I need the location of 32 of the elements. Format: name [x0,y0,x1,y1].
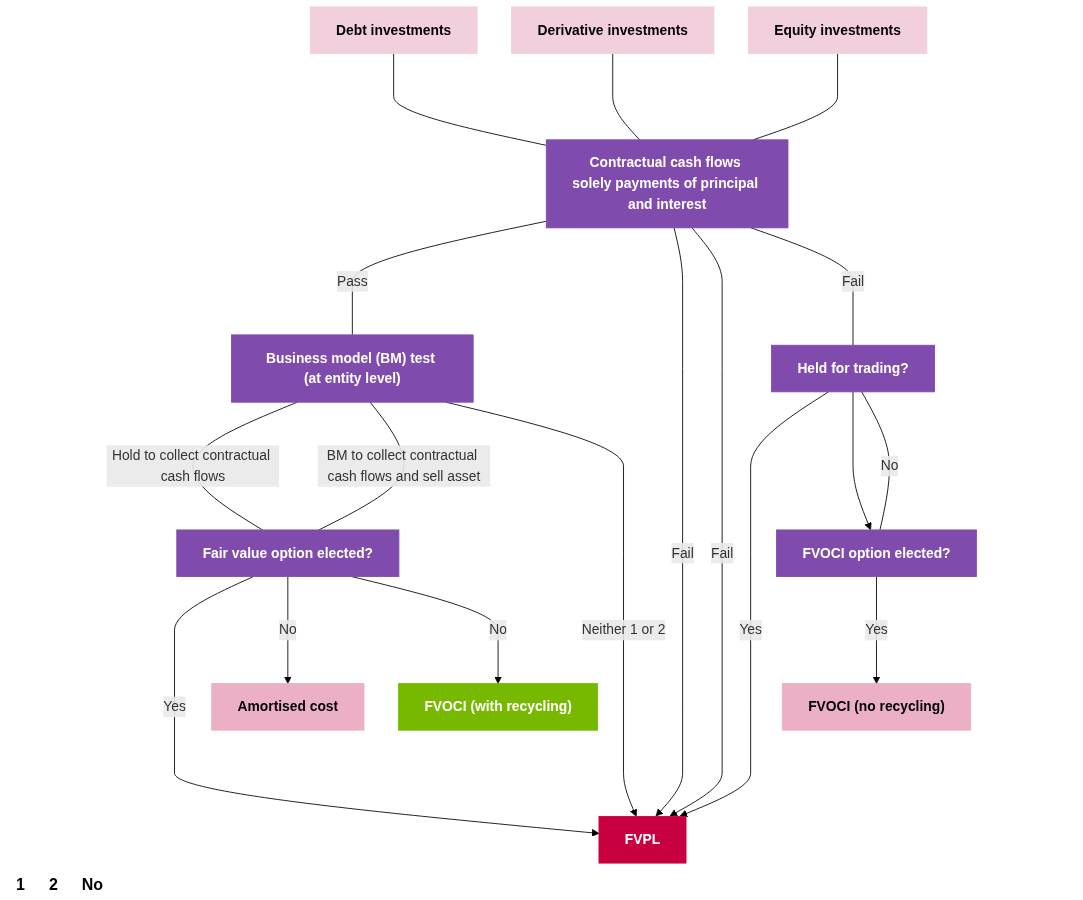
edge-label: Neither 1 or 2 [581,622,666,637]
connector [612,53,641,141]
node-box: FVOCI (no recycling) [781,683,972,731]
node-box: Fair value option elected? [176,529,400,577]
edge-label: No [279,622,297,637]
node-box: FVOCI option elected? [776,529,977,577]
connector [393,53,547,146]
note-text: 1 [16,876,25,894]
edge-label: BM to collect contractual cash flows and sell asset [326,447,481,484]
edge-label: Yes [865,622,888,637]
node-box: Business model (BM) test (at entity level) [231,334,474,403]
note-text: 2 [48,876,58,894]
edge-label: Pass [336,273,368,289]
edge-label: Yes [739,622,762,637]
node-box: Derivative investments [511,6,715,54]
edge-label: Fail [671,545,694,561]
edge-label: No [489,622,507,637]
node-box: Held for trading? [771,344,935,393]
node-box: Equity investments [747,6,928,54]
connector [861,391,890,531]
node-box: Amortised cost [211,683,365,731]
connector [351,220,547,336]
edge-label: Hold to collect contractual cash flows [111,447,271,484]
edge-label: Yes [163,699,186,714]
node-box: FVPL [598,816,687,864]
node-box: FVOCI (with recycling) [398,683,599,731]
node-box: Contractual cash flows solely payments of principal and interest [545,139,789,229]
edge-label: No [880,458,899,473]
node-box: Debt investments [309,6,478,54]
note-text: No [81,876,104,894]
edge-label: Fail [841,273,865,289]
edge-label: Fail [711,545,734,561]
